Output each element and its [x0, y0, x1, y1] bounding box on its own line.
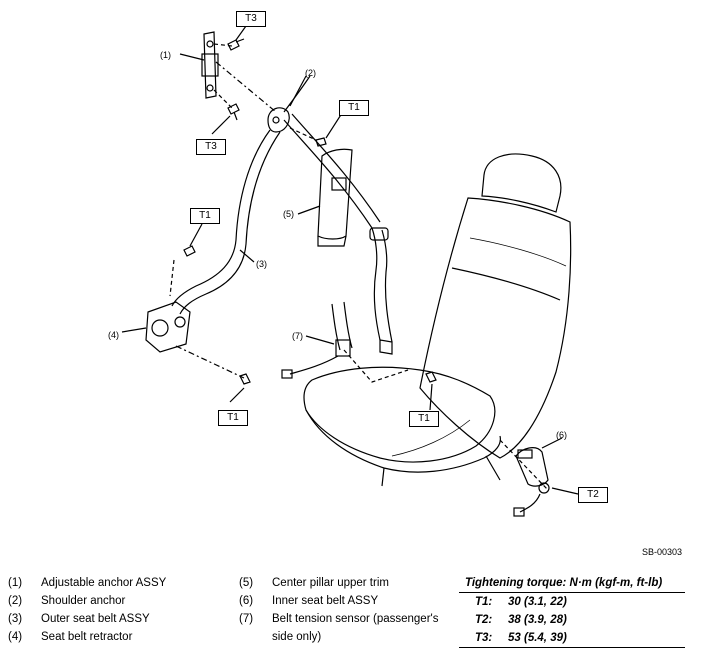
torque-box-t3-top: T3	[236, 11, 266, 27]
callout-5: (5)	[283, 209, 294, 219]
legend-num: (3)	[8, 613, 23, 625]
torque-key: T1:	[475, 596, 493, 608]
legend-text: Seat belt retractor	[41, 631, 133, 643]
torque-box-t1-shoulder: T1	[339, 100, 369, 116]
seat-belt-diagram	[121, 25, 579, 517]
legend-item: (5) Center pillar upper trim	[239, 574, 438, 592]
legend-num: (1)	[8, 577, 23, 589]
torque-box-t2: T2	[578, 487, 608, 503]
torque-box-t1-retractor-bottom: T1	[218, 410, 248, 426]
seat-backrest	[419, 197, 572, 459]
callout-6: (6)	[556, 430, 567, 440]
torque-row: T2: 38 (3.9, 28)	[459, 611, 685, 629]
legend-item: side only)	[239, 628, 438, 646]
legend-item: (3) Outer seat belt ASSY	[8, 610, 166, 628]
torque-key: T2:	[475, 614, 493, 626]
callout-4: (4)	[108, 330, 119, 340]
torque-box-t1-cushion: T1	[409, 411, 439, 427]
torque-title: Tightening torque: N·m (kgf-m, ft-lb)	[459, 574, 685, 593]
torque-row: T1: 30 (3.1, 22)	[459, 593, 685, 611]
legend-num: (2)	[8, 595, 23, 607]
legend-num: (4)	[8, 631, 23, 643]
torque-box-t1-retractor-top: T1	[190, 208, 220, 224]
legend-text: side only)	[272, 631, 322, 643]
legend-num: (6)	[239, 595, 254, 607]
adjustable-anchor	[203, 31, 217, 99]
torque-key: T3:	[475, 632, 493, 644]
torque-table: Tightening torque: N·m (kgf-m, ft-lb) T1…	[459, 574, 685, 648]
legend-text: Adjustable anchor ASSY	[41, 577, 167, 589]
legend-num: (5)	[239, 577, 254, 589]
shoulder-anchor	[267, 107, 290, 133]
legend-text: Belt tension sensor (passenger's	[272, 613, 439, 625]
seat-cushion	[303, 366, 496, 463]
torque-value: 38 (3.9, 28)	[508, 614, 567, 626]
legend-item: (1) Adjustable anchor ASSY	[8, 574, 166, 592]
legend-column-1: (1) Adjustable anchor ASSY (2) Shoulder an…	[8, 574, 166, 646]
legend-text: Center pillar upper trim	[272, 577, 389, 589]
torque-value: 53 (5.4, 39)	[508, 632, 567, 644]
legend-column-2: (5) Center pillar upper trim (6) Inner sea…	[239, 574, 438, 646]
callout-2: (2)	[305, 68, 316, 78]
seat-headrest	[481, 153, 562, 213]
torque-value: 30 (3.1, 22)	[508, 596, 567, 608]
callout-1: (1)	[160, 50, 171, 60]
belt-tension-sensor	[331, 303, 341, 351]
legend-item: (4) Seat belt retractor	[8, 628, 166, 646]
callout-7: (7)	[292, 331, 303, 341]
torque-box-t3-bottom: T3	[196, 139, 226, 155]
torque-row: T3: 53 (5.4, 39)	[459, 629, 685, 648]
seat-belt-retractor	[145, 301, 191, 353]
legend-text: Outer seat belt ASSY	[41, 613, 150, 625]
legend-text: Inner seat belt ASSY	[272, 595, 379, 607]
legend-text: Shoulder anchor	[41, 595, 126, 607]
outer-seat-belt	[171, 129, 271, 307]
legend-num: (7)	[239, 613, 254, 625]
legend-item: (2) Shoulder anchor	[8, 592, 166, 610]
legend-item: (7) Belt tension sensor (passenger's	[239, 610, 438, 628]
legend-num	[239, 628, 272, 646]
figure-code: SB-00303	[641, 547, 682, 557]
callout-3: (3)	[256, 259, 267, 269]
legend-item: (6) Inner seat belt ASSY	[239, 592, 438, 610]
